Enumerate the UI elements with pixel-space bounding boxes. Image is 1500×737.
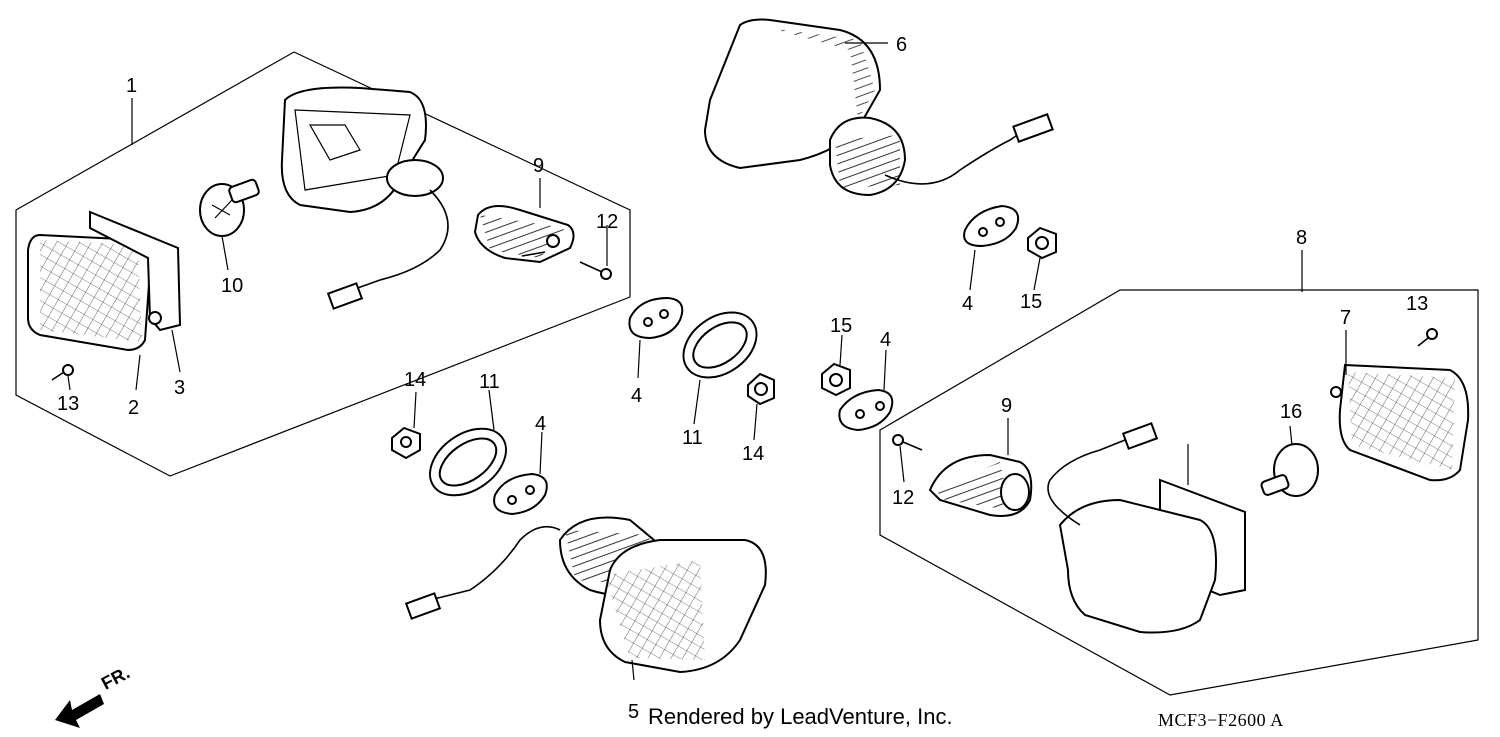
lower-nut-14b (391, 426, 421, 460)
center-nut-15a (821, 362, 851, 397)
callout-14: 14 (742, 443, 764, 465)
callout-4: 4 (962, 293, 973, 315)
callout-9: 9 (1001, 395, 1012, 417)
front-signal-5 (404, 516, 767, 674)
left-lens-2 (27, 233, 152, 352)
lower-grommet-4c (493, 472, 548, 516)
callout-7: 7 (1340, 307, 1351, 329)
center-nut-14a (747, 372, 775, 406)
callout-10: 10 (221, 275, 243, 297)
group-outline-right (879, 289, 1479, 696)
callout-13: 13 (57, 393, 79, 415)
left-lens-gasket-3 (89, 210, 182, 332)
callout-12: 12 (596, 211, 618, 233)
callout-11: 11 (682, 427, 703, 449)
callout-6: 6 (896, 34, 907, 56)
left-housing-1 (280, 86, 449, 310)
callout-15: 15 (830, 315, 852, 337)
lower-seal-11b (429, 427, 507, 497)
right-housing-3 (1047, 422, 1246, 634)
diagram-code: MCF3−F2600 A (1158, 710, 1284, 730)
right-bulb-16 (1260, 443, 1319, 497)
callout-11: 11 (479, 371, 500, 393)
callout-8: 8 (1296, 227, 1307, 249)
right-screw-13 (1417, 328, 1438, 347)
callout-2: 2 (128, 397, 139, 419)
center-seal-11a (682, 311, 758, 379)
callout-4: 4 (535, 413, 546, 435)
callout-12: 12 (892, 487, 914, 509)
left-screw-13 (51, 364, 74, 381)
callout-3: 3 (174, 377, 185, 399)
callout-16: 16 (1280, 401, 1302, 423)
callout-15: 15 (1020, 291, 1042, 313)
left-bulb-10 (199, 178, 260, 237)
callout-5: 5 (628, 701, 639, 723)
callout-13: 13 (1406, 293, 1428, 315)
right-screw-12 (892, 434, 923, 451)
leader-lines (67, 42, 1347, 681)
right-rear-cover-9 (928, 453, 1033, 517)
front-arrow-icon (55, 694, 104, 728)
left-rear-cover-9 (473, 205, 575, 264)
right-lens-7 (1330, 363, 1470, 482)
center-grommet-4a (628, 296, 684, 340)
top-grommet-4d (963, 204, 1020, 248)
credit-text: Rendered by LeadVenture, Inc. (648, 704, 953, 729)
group-outline-left (15, 51, 631, 477)
top-signal-6 (703, 18, 1054, 197)
callout-9: 9 (533, 155, 544, 177)
left-screw-12 (579, 261, 612, 280)
callout-14: 14 (404, 369, 426, 391)
callout-1: 1 (126, 75, 137, 97)
top-nut-15b (1027, 226, 1057, 260)
center-grommet-4b (838, 388, 894, 432)
callout-4: 4 (631, 385, 642, 407)
callout-4: 4 (880, 329, 891, 351)
